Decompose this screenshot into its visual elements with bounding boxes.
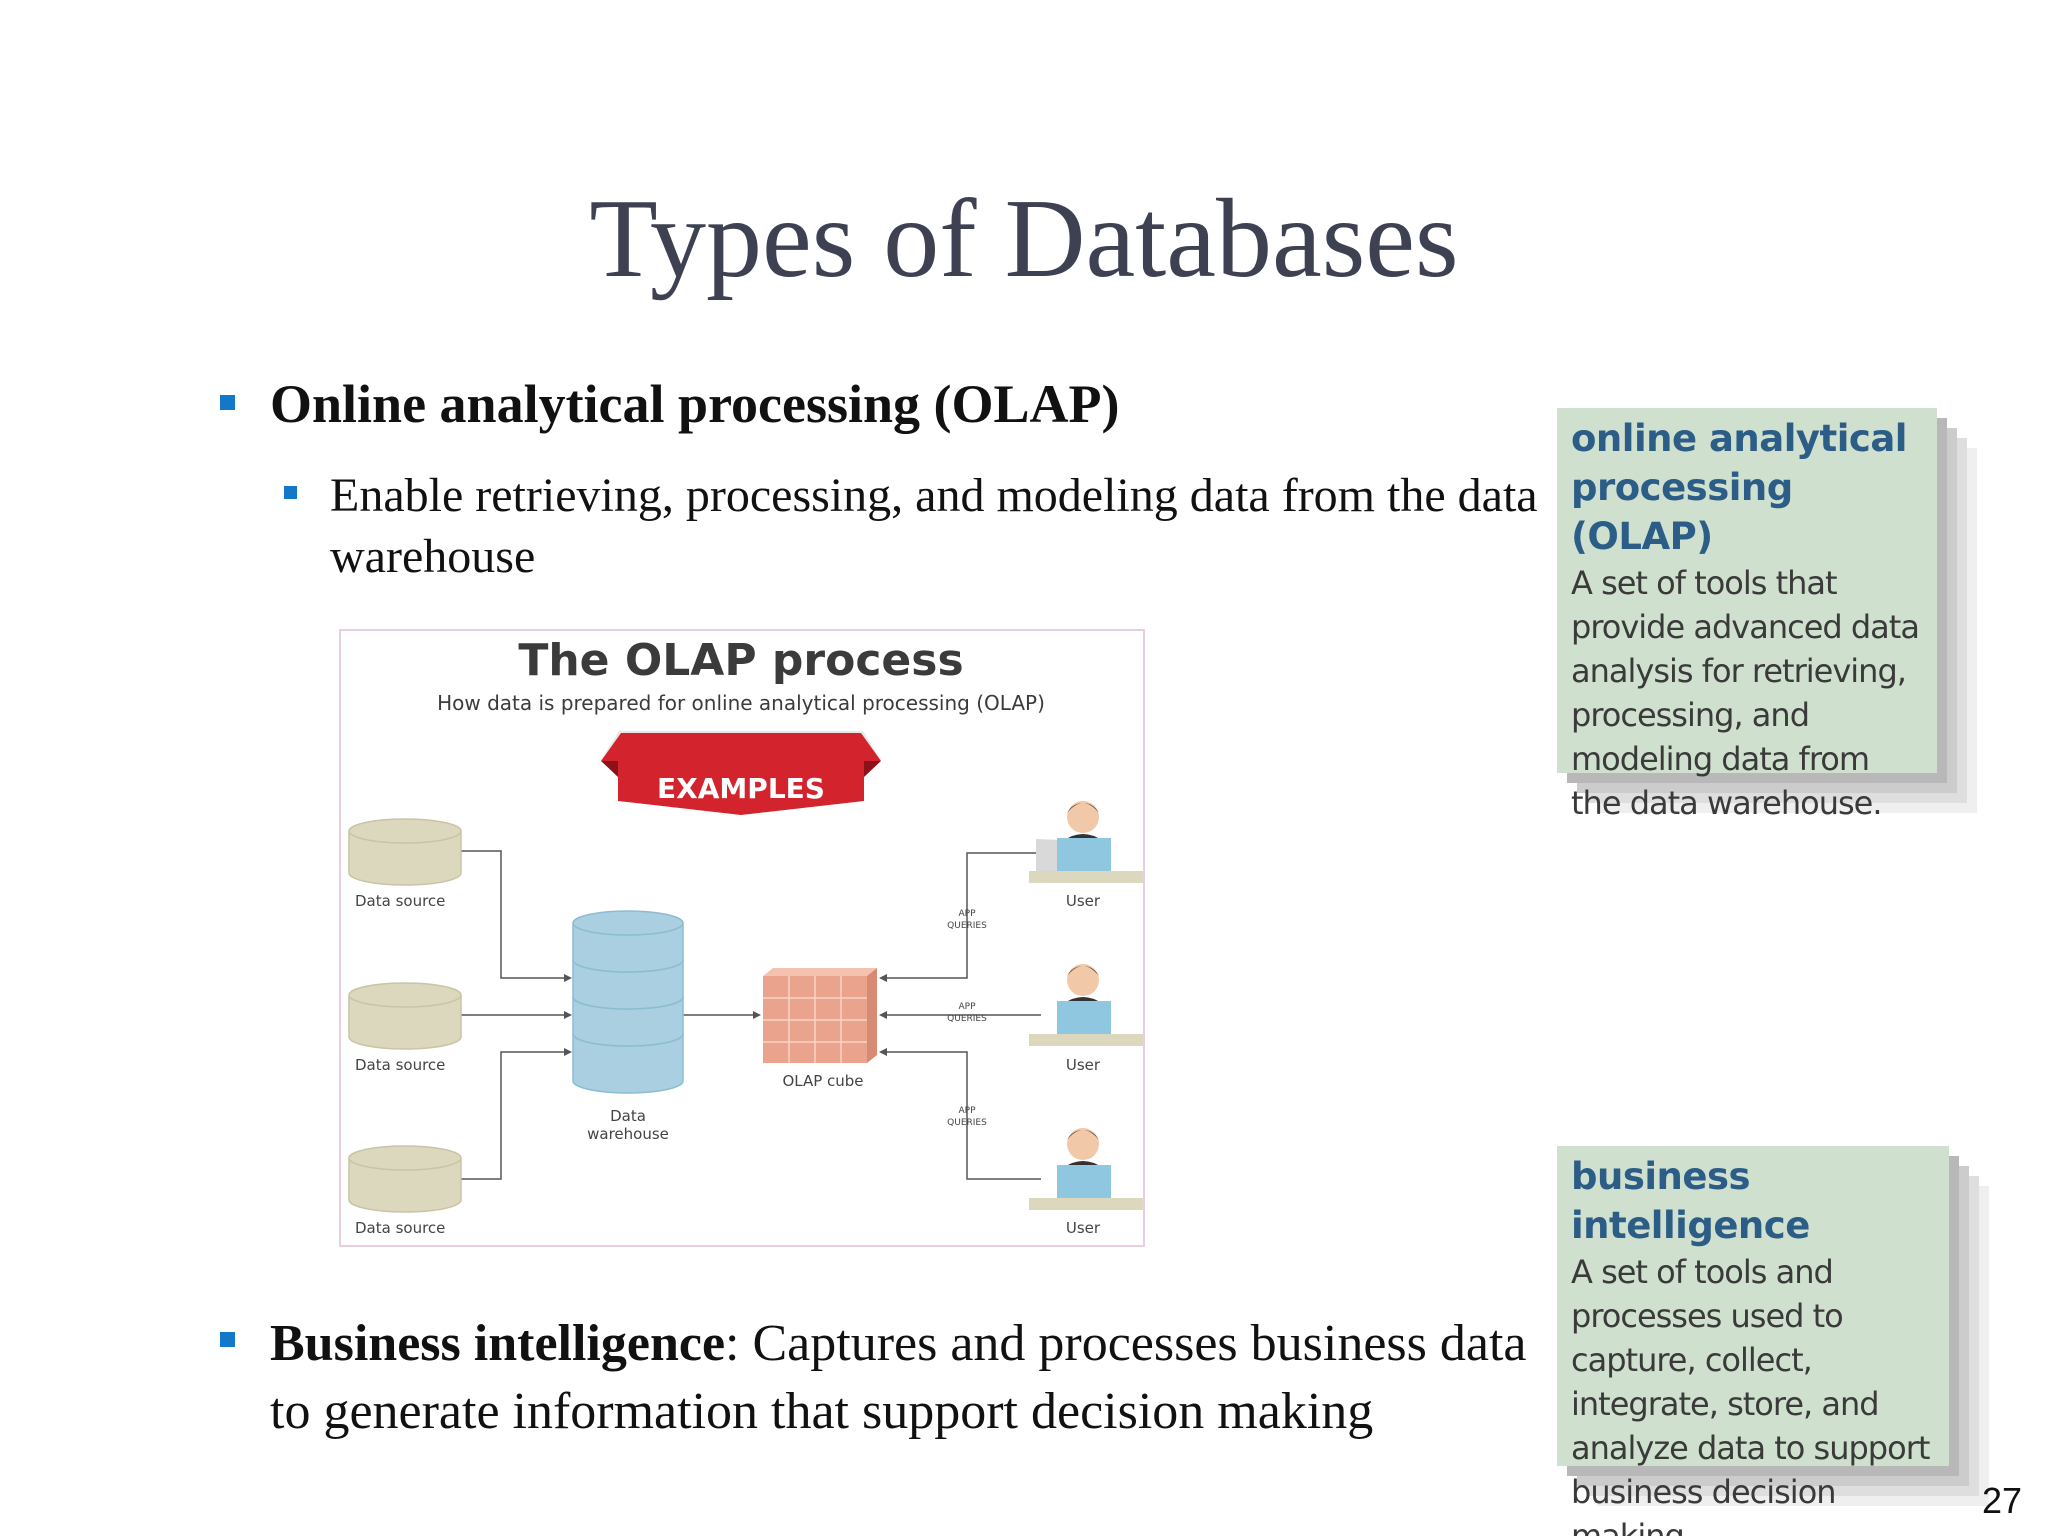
- user-label: User: [1066, 1056, 1101, 1074]
- user-icon: [1029, 801, 1143, 883]
- app-queries-label: QUERIES: [947, 1014, 987, 1024]
- warehouse-label: Data: [610, 1107, 646, 1125]
- bullet-marker: [220, 1332, 235, 1347]
- examples-banner: EXAMPLES: [601, 731, 881, 815]
- connector-lines: [461, 850, 1041, 1180]
- olap-cube: [763, 968, 877, 1063]
- olap-definition-text: A set of tools that provide advanced dat…: [1571, 564, 1920, 822]
- olap-definition-term: online analytical processing (OLAP): [1571, 417, 1907, 558]
- app-queries-label: APP: [958, 1106, 976, 1116]
- user-label: User: [1066, 1219, 1101, 1237]
- bi-term: Business intelligence: [270, 1315, 726, 1372]
- app-queries-label: QUERIES: [947, 1118, 987, 1128]
- olap-heading: Online analytical processing (OLAP): [270, 374, 1120, 434]
- bi-description: : Captures and processes business data t…: [270, 1315, 1527, 1440]
- bi-definition-text: A set of tools and processes used to cap…: [1571, 1253, 1930, 1536]
- figure-title: The OLAP process: [518, 635, 963, 686]
- app-queries-label: APP: [958, 1002, 976, 1012]
- user-icon: [1029, 964, 1143, 1046]
- bullet-marker: [220, 395, 235, 410]
- app-queries-label: QUERIES: [947, 921, 987, 931]
- data-source-cylinder: [348, 818, 462, 886]
- data-source-label: Data source: [355, 1219, 445, 1237]
- data-source-cylinder: [348, 982, 462, 1050]
- warehouse-label: warehouse: [587, 1125, 669, 1143]
- olap-cube-label: OLAP cube: [782, 1072, 863, 1090]
- data-source-cylinder: [348, 1145, 462, 1213]
- bi-definition-term: business intelligence: [1571, 1155, 1810, 1247]
- bi-definition-box: business intelligence A set of tools and…: [1557, 1146, 1949, 1536]
- business-intelligence-point: Business intelligence: Captures and proc…: [270, 1310, 1560, 1446]
- slide-title: Types of Databases: [589, 177, 1459, 301]
- app-queries-label: APP: [958, 909, 976, 919]
- olap-process-figure: The OLAP process How data is prepared fo…: [339, 629, 1145, 1247]
- data-source-label: Data source: [355, 1056, 445, 1074]
- page-number: 27: [1981, 1480, 2022, 1521]
- user-icon: [1029, 1128, 1143, 1210]
- banner-label: EXAMPLES: [657, 772, 825, 805]
- data-source-label: Data source: [355, 892, 445, 910]
- olap-subpoint: Enable retrieving, processing, and model…: [330, 469, 1538, 583]
- data-warehouse-stack: [572, 910, 684, 1094]
- user-label: User: [1066, 892, 1101, 910]
- olap-definition-box: online analytical processing (OLAP) A se…: [1557, 408, 1937, 822]
- sub-bullet-marker: [284, 486, 297, 499]
- arrowheads: [564, 974, 887, 1056]
- figure-subtitle: How data is prepared for online analytic…: [437, 691, 1045, 715]
